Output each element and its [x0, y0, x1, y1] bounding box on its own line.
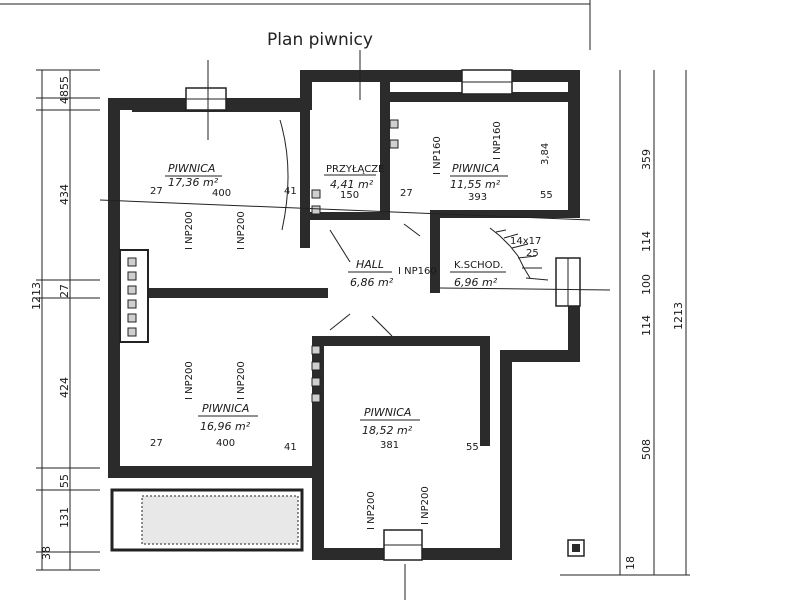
chimney-column — [119, 119, 399, 403]
room-name: PIWNICA — [364, 406, 411, 419]
beam-label: I NP200 — [236, 211, 247, 250]
svg-text:14x17: 14x17 — [510, 236, 541, 247]
room-name: PIWNICA — [202, 402, 249, 415]
room-area: 17,36 m² — [168, 176, 219, 189]
beam-label: I NP200 — [236, 361, 247, 400]
room-height: 393 — [468, 192, 487, 203]
svg-text:424: 424 — [58, 377, 71, 398]
svg-text:55: 55 — [540, 190, 553, 201]
svg-text:55: 55 — [466, 442, 479, 453]
right-dimensions: 359 114 100 114 508 18 1213 — [560, 70, 690, 576]
svg-text:114: 114 — [640, 231, 653, 252]
svg-text:508: 508 — [640, 439, 653, 460]
svg-text:434: 434 — [58, 184, 71, 205]
svg-text:27: 27 — [400, 188, 413, 199]
svg-text:18: 18 — [624, 556, 637, 570]
room-name: K.SCHOD. — [454, 260, 503, 271]
svg-text:55: 55 — [58, 76, 71, 90]
room-area: 4,41 m² — [330, 178, 374, 191]
room-label-piwnica-2: PIWNICA 11,55 m² 393 — [450, 162, 508, 203]
light-well — [110, 488, 304, 552]
beam-label: I NP200 — [366, 491, 377, 530]
room-label-klatka: K.SCHOD. 6,96 m² — [450, 260, 506, 289]
room-area: 6,96 m² — [454, 276, 498, 289]
svg-text:48: 48 — [58, 90, 71, 104]
svg-text:359: 359 — [640, 149, 653, 170]
room-area: 16,96 m² — [200, 420, 251, 433]
svg-text:1213: 1213 — [30, 282, 43, 310]
staircase — [489, 227, 549, 281]
room-area: 18,52 m² — [362, 424, 413, 437]
room-name: PRZYŁĄCZE — [326, 164, 384, 175]
svg-text:27: 27 — [58, 284, 71, 298]
svg-text:27: 27 — [150, 186, 163, 197]
room-label-przylacze: PRZYŁĄCZE 4,41 m² 150 — [324, 164, 384, 201]
svg-text:27: 27 — [150, 438, 163, 449]
marks: 27 41 27 55 27 41 55 14x17 25 3,84 — [150, 143, 553, 453]
room-label-piwnica-4: PIWNICA 18,52 m² 381 — [360, 406, 420, 451]
beam-label: I NP200 — [184, 361, 195, 400]
svg-text:55: 55 — [58, 474, 71, 488]
svg-text:3,84: 3,84 — [540, 143, 551, 165]
room-height: 381 — [380, 440, 399, 451]
guide-lines — [99, 50, 611, 600]
room-label-piwnica-1: PIWNICA 17,36 m² 400 — [165, 162, 231, 199]
beam-label: I NP160 — [492, 121, 503, 160]
svg-text:100: 100 — [640, 274, 653, 295]
windows — [185, 69, 581, 561]
room-area: 6,86 m² — [350, 276, 394, 289]
beam-label: I NP200 — [184, 211, 195, 250]
outer-walls — [108, 70, 580, 560]
svg-text:41: 41 — [284, 442, 297, 453]
plan-title: Plan piwnicy — [267, 30, 373, 50]
room-height: 400 — [212, 188, 231, 199]
room-name: PIWNICA — [168, 162, 215, 175]
svg-text:41: 41 — [284, 186, 297, 197]
room-area: 11,55 m² — [450, 178, 501, 191]
svg-text:25: 25 — [526, 248, 539, 259]
room-label-hall: HALL 6,86 m² — [348, 258, 394, 289]
door-swings — [279, 119, 421, 337]
beam-label: I NP200 — [420, 486, 431, 525]
left-dimensions: 55 48 434 27 424 55 131 38 1213 — [30, 69, 100, 571]
svg-text:131: 131 — [58, 507, 71, 528]
beam-labels: I NP200 I NP200 I NP160 I NP160 I NP200 … — [184, 121, 503, 530]
svg-text:38: 38 — [40, 546, 53, 560]
room-label-piwnica-3: PIWNICA 16,96 m² 400 — [198, 402, 258, 449]
room-name: PIWNICA — [452, 162, 499, 175]
interior-walls — [108, 80, 580, 456]
svg-text:1213: 1213 — [672, 302, 685, 330]
column-symbol — [567, 539, 585, 557]
room-name: HALL — [356, 258, 384, 271]
svg-text:114: 114 — [640, 315, 653, 336]
beam-label: I NP160 — [398, 266, 437, 277]
room-height: 150 — [340, 190, 359, 201]
beam-label: I NP160 — [432, 136, 443, 175]
room-height: 400 — [216, 438, 235, 449]
